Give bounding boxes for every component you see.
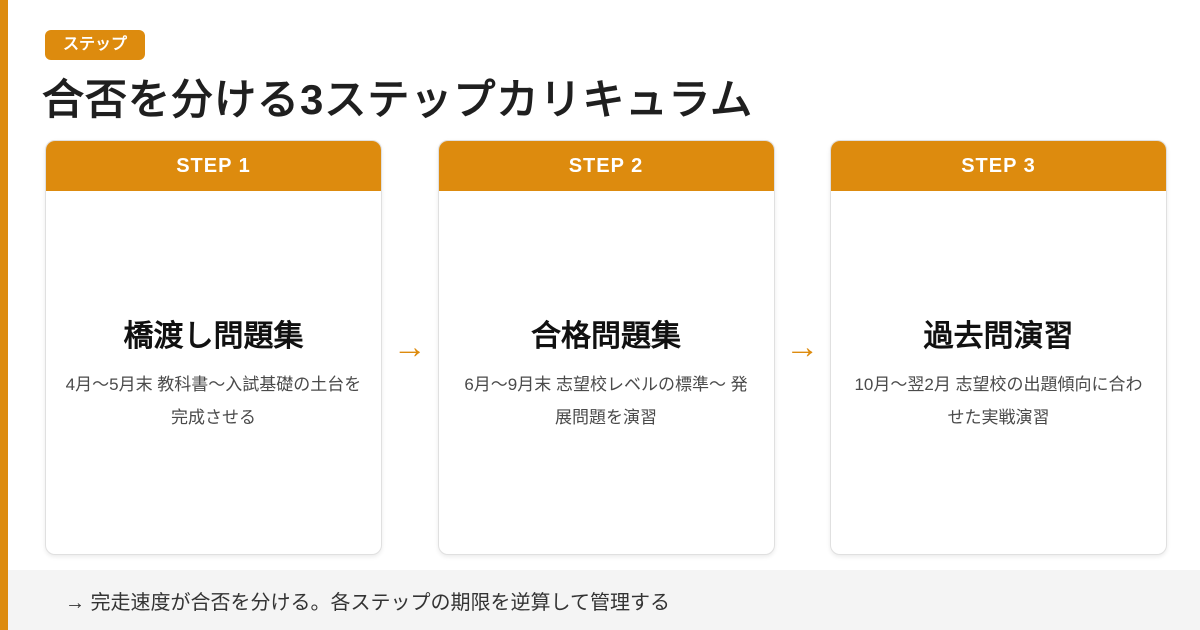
step-1-header-label: STEP 1 (46, 141, 381, 191)
category-badge: ステップ (45, 30, 146, 60)
step-2-header-label: STEP 2 (438, 141, 774, 191)
steps-row: STEP 1 橋渡し問題集 4月〜5月末 教科書〜入試基礎の土台を完成させる →… (45, 140, 1167, 555)
footer-bar: → 完走速度が合否を分ける。各ステップの期限を逆算して管理する (8, 570, 1200, 630)
page-title: 合否を分ける3ステップカリキュラム (42, 76, 754, 123)
step-1-body: 橋渡し問題集 4月〜5月末 教科書〜入試基礎の土台を完成させる (46, 191, 381, 554)
step-1-description: 4月〜5月末 教科書〜入試基礎の土台を完成させる (65, 375, 362, 427)
step-3-header-label: STEP 3 (831, 141, 1166, 191)
step-2-body: 合格問題集 6月〜9月末 志望校レベルの標準〜 発展問題を演習 (439, 191, 774, 554)
footer-note: → 完走速度が合否を分ける。各ステップの期限を逆算して管理する (65, 591, 670, 614)
step-2-description: 6月〜9月末 志望校レベルの標準〜 発展問題を演習 (464, 375, 748, 427)
arrow-right-icon: → (392, 328, 427, 366)
step-2-title: 合格問題集 (531, 320, 681, 354)
step-card-1: STEP 1 橋渡し問題集 4月〜5月末 教科書〜入試基礎の土台を完成させる (45, 140, 382, 555)
step-3-title: 過去問演習 (923, 320, 1074, 354)
step-3-description: 10月〜翌2月 志望校の出題傾向に合わせた実戦演習 (854, 375, 1143, 427)
step-card-2: STEP 2 合格問題集 6月〜9月末 志望校レベルの標準〜 発展問題を演習 (437, 140, 775, 555)
step-3-body: 過去問演習 10月〜翌2月 志望校の出題傾向に合わせた実戦演習 (831, 191, 1166, 554)
left-accent-stripe (0, 0, 8, 630)
arrow-right-icon: → (785, 328, 820, 366)
step-card-3: STEP 3 過去問演習 10月〜翌2月 志望校の出題傾向に合わせた実戦演習 (830, 140, 1167, 555)
step-1-title: 橋渡し問題集 (123, 320, 304, 354)
